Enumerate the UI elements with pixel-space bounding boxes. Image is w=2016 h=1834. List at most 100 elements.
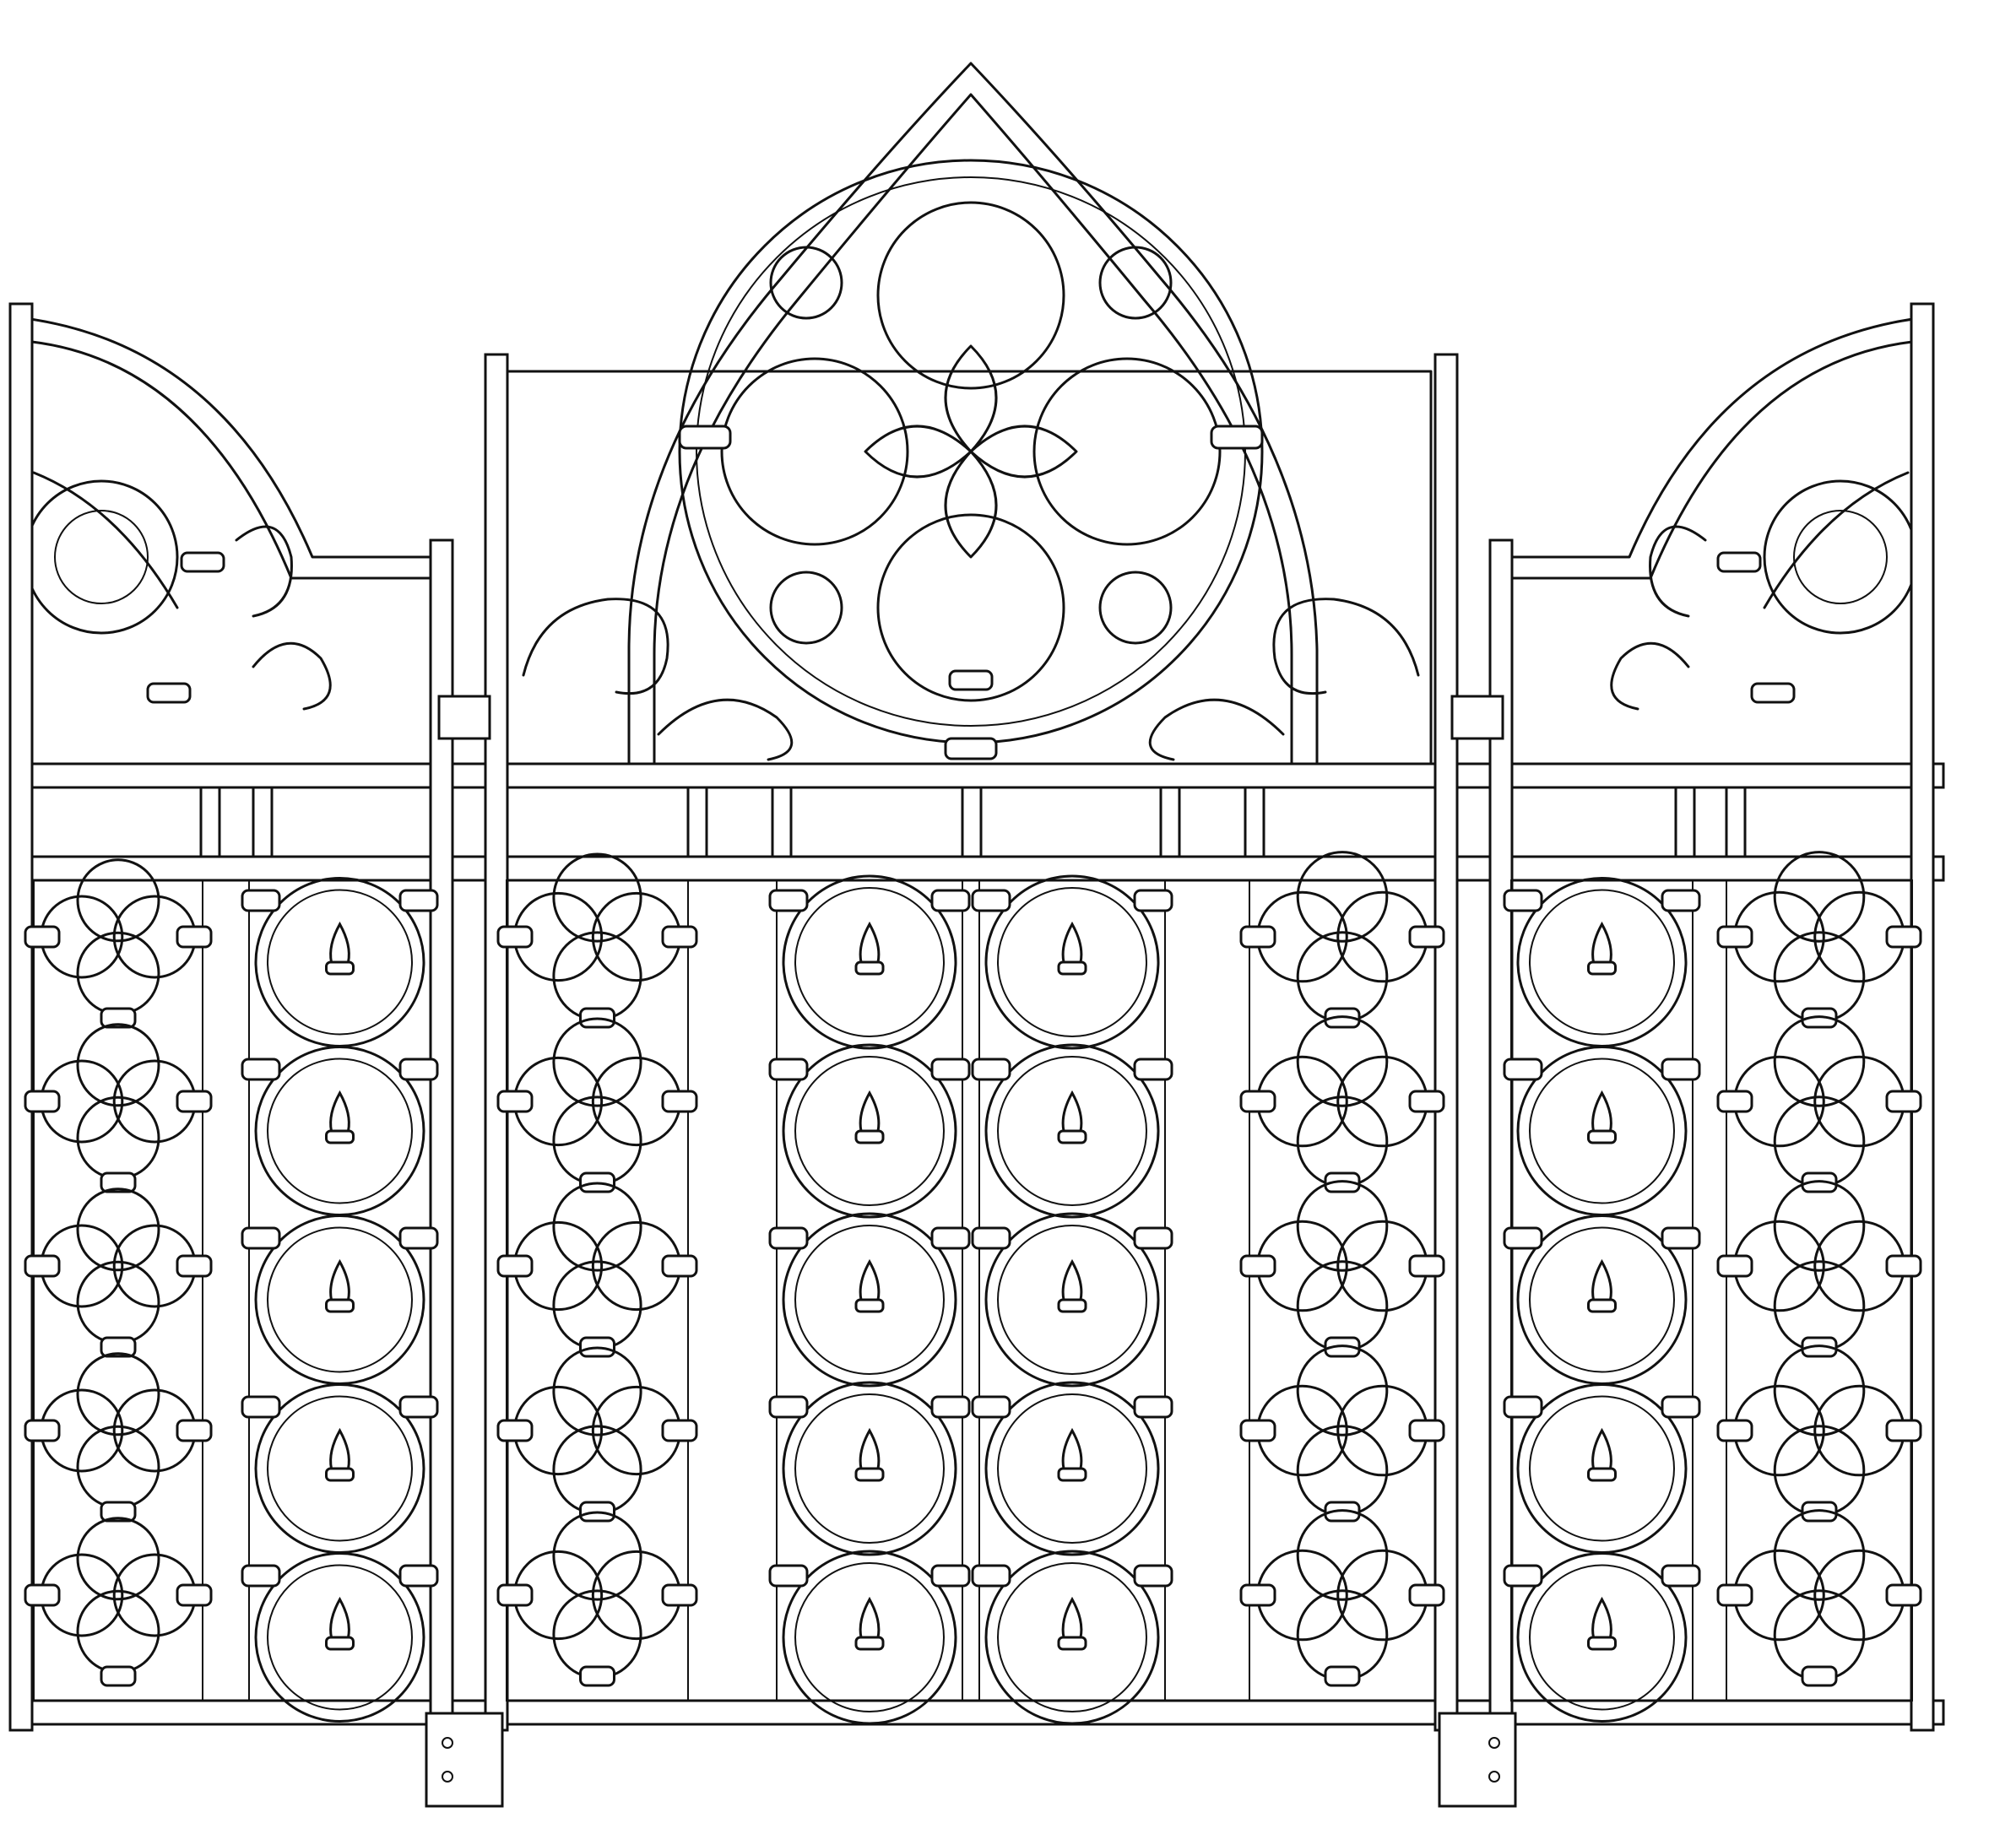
collar <box>496 1254 534 1278</box>
collar <box>1324 1665 1361 1687</box>
collar <box>24 1583 61 1607</box>
collar <box>176 1090 213 1113</box>
collar <box>1716 1090 1753 1113</box>
candle-flame-icon <box>329 1427 350 1470</box>
collar <box>930 1564 971 1588</box>
collar <box>930 1058 971 1081</box>
quatrefoil <box>1239 1509 1445 1687</box>
candle-flame-icon <box>329 921 350 964</box>
candle-ring <box>241 1552 439 1723</box>
candle-ring-panels <box>241 874 1701 1725</box>
collar <box>1885 1583 1922 1607</box>
candle-ring <box>241 1383 439 1554</box>
collar <box>24 925 61 949</box>
quatrefoil <box>496 1511 698 1687</box>
collar <box>1239 1583 1276 1607</box>
collar <box>24 1090 61 1113</box>
candle-flame-icon <box>859 1596 881 1639</box>
collar <box>496 1583 534 1607</box>
ring-column-frame <box>1510 879 1694 1701</box>
collar <box>1503 889 1543 912</box>
collar <box>1716 1254 1753 1278</box>
collar <box>100 1007 137 1029</box>
ring-column-frame <box>248 879 431 1701</box>
collar <box>241 1058 281 1081</box>
lattice-frame <box>1249 879 1436 1701</box>
collar <box>398 1564 439 1588</box>
collar <box>1133 1564 1173 1588</box>
candle-flame-icon <box>1591 1427 1612 1470</box>
candle-flame-icon <box>1061 1596 1083 1639</box>
candle-ring <box>768 1212 971 1388</box>
collar <box>1408 1419 1445 1442</box>
collar <box>241 889 281 912</box>
quatrefoil <box>1716 1015 1922 1193</box>
candle-flame-icon <box>1061 1090 1083 1133</box>
collar <box>1408 1090 1445 1113</box>
candle-flame-icon <box>859 921 881 964</box>
quatrefoil <box>1716 1180 1922 1358</box>
collar <box>1885 1254 1922 1278</box>
collar <box>100 1171 137 1193</box>
quatrefoil <box>24 1188 213 1358</box>
collar <box>398 1058 439 1081</box>
collar <box>1133 889 1173 912</box>
collar <box>661 1090 698 1113</box>
candle-ring <box>971 1550 1173 1725</box>
collar <box>1716 925 1753 949</box>
collar <box>1661 1564 1701 1588</box>
collar <box>1239 1419 1276 1442</box>
collar <box>398 1395 439 1419</box>
quatrefoil-lattice-panels <box>24 851 1922 1701</box>
collar <box>661 1254 698 1278</box>
collar <box>241 1226 281 1250</box>
candle-flame-icon <box>1591 1596 1612 1639</box>
collar <box>1661 1226 1701 1250</box>
collar <box>1885 925 1922 949</box>
collar <box>971 1058 1011 1081</box>
collar <box>176 1254 213 1278</box>
collar <box>241 1395 281 1419</box>
right-wing-crest <box>1497 315 1935 766</box>
collar <box>1239 1254 1276 1278</box>
candle-ring <box>1503 1215 1701 1385</box>
collar <box>1133 1058 1173 1081</box>
quatrefoil <box>1239 851 1445 1029</box>
collar <box>661 1419 698 1442</box>
collar <box>1503 1058 1543 1081</box>
quatrefoil <box>1716 851 1922 1029</box>
candle-ring <box>768 1550 971 1725</box>
candle-flame-icon <box>1061 921 1083 964</box>
vertical-posts <box>8 302 1935 1732</box>
collar <box>1661 1395 1701 1419</box>
collar <box>768 1395 809 1419</box>
collar <box>496 1090 534 1113</box>
candle-ring <box>971 874 1173 1050</box>
collar <box>176 1583 213 1607</box>
collar <box>241 1564 281 1588</box>
quatrefoil <box>1239 1015 1445 1193</box>
quatrefoil <box>1239 1180 1445 1358</box>
quatrefoil <box>1239 1344 1445 1523</box>
quatrefoil <box>24 1517 213 1687</box>
collar <box>496 1419 534 1442</box>
collar <box>1503 1395 1543 1419</box>
collar <box>398 1226 439 1250</box>
collar <box>768 889 809 912</box>
quatrefoil <box>1716 1344 1922 1523</box>
collar <box>971 1226 1011 1250</box>
collar <box>1503 1226 1543 1250</box>
left-wing-crest <box>8 315 449 766</box>
collar <box>24 1419 61 1442</box>
collar <box>398 889 439 912</box>
collar <box>100 1501 137 1523</box>
collar <box>24 1254 61 1278</box>
collar <box>971 889 1011 912</box>
candle-flame-icon <box>1591 921 1612 964</box>
quatrefoil <box>496 1346 698 1523</box>
collar <box>1661 1058 1701 1081</box>
candle-ring <box>241 1046 439 1216</box>
collar <box>971 1395 1011 1419</box>
collar <box>1885 1090 1922 1113</box>
